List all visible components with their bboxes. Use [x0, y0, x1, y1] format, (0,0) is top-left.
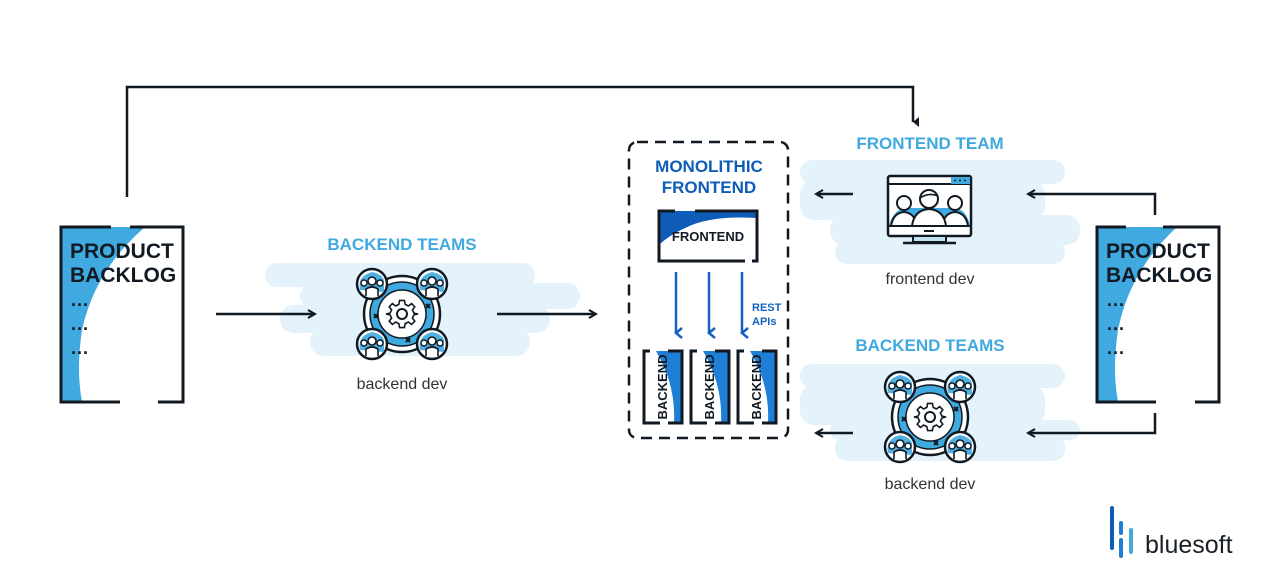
frontend-box: FRONTEND	[657, 209, 759, 263]
monolith-heading-line2: FRONTEND	[662, 178, 756, 197]
left-backend-caption: backend dev	[357, 376, 448, 393]
backend-box-label: BACKEND	[655, 355, 670, 420]
bluesoft-logo-mark-icon	[1110, 506, 1133, 558]
backend-box: BACKEND	[689, 349, 731, 425]
backlog-item: ...	[1107, 290, 1125, 310]
backend-box: BACKEND	[642, 349, 684, 425]
team-gear-icon	[883, 370, 977, 464]
rest-apis-label-line1: REST	[752, 302, 782, 314]
arrow-backlog-to-backend-team	[1028, 413, 1157, 433]
backlog-item: ...	[71, 338, 89, 358]
backlog-item: ...	[1107, 338, 1125, 358]
left-backend-teams-heading: BACKEND TEAMS	[327, 235, 476, 254]
right-backend-caption: backend dev	[885, 476, 976, 493]
right-product-backlog: PRODUCT BACKLOG ... ... ...	[1095, 225, 1221, 404]
backend-box-label: BACKEND	[749, 355, 764, 420]
monitor-team-icon	[886, 174, 973, 245]
backlog-title-line2: BACKLOG	[70, 264, 176, 287]
backlog-item: ...	[1107, 314, 1125, 334]
bluesoft-logo-text: bluesoft	[1145, 531, 1233, 559]
monolith-container: MONOLITHIC FRONTEND FRONTEND REST APIs	[627, 140, 790, 440]
frontend-box-label: FRONTEND	[672, 229, 744, 244]
backlog-title-line2: BACKLOG	[1106, 264, 1212, 287]
right-backend-teams-heading: BACKEND TEAMS	[855, 336, 1004, 355]
backlog-title-line1: PRODUCT	[1106, 240, 1210, 263]
rest-apis-label-line2: APIs	[752, 316, 776, 328]
backend-box-label: BACKEND	[702, 355, 717, 420]
backlog-title-line1: PRODUCT	[70, 240, 174, 263]
frontend-team-caption: frontend dev	[886, 271, 975, 288]
backend-box: BACKEND	[736, 349, 778, 425]
arrow-backlog-to-frontend-team	[1028, 194, 1157, 215]
frontend-team-heading: FRONTEND TEAM	[856, 134, 1003, 153]
team-gear-icon	[355, 267, 449, 361]
backlog-item: ...	[71, 290, 89, 310]
left-product-backlog: PRODUCT BACKLOG ... ... ...	[59, 225, 185, 404]
feedback-connector-arrow	[125, 85, 919, 197]
cloud-backend-right	[800, 364, 1080, 461]
bluesoft-logo: bluesoft	[1110, 506, 1233, 559]
monolith-heading-line1: MONOLITHIC	[655, 157, 763, 176]
backlog-item: ...	[71, 314, 89, 334]
